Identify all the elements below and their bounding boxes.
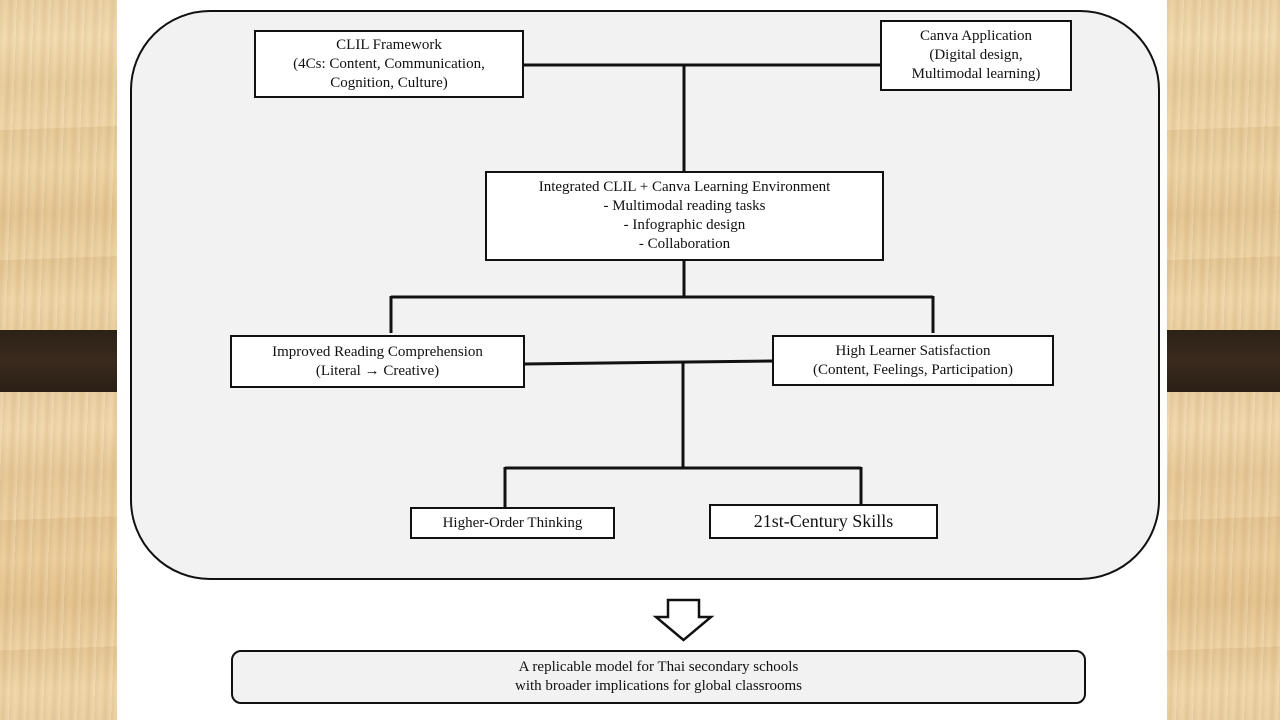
node-replicable-model-line-1: A replicable model for Thai secondary sc… [518,659,799,675]
node-integrated-environment-line-4: - Collaboration [638,236,731,252]
node-reading-comprehension-line-2: (Literal → Creative) [315,362,440,379]
node-learner-satisfaction-line-2: (Content, Feelings, Participation) [813,361,1013,378]
node-integrated-environment-line-1: Integrated CLIL + Canva Learning Environ… [538,179,831,195]
node-clil-framework-line-1: CLIL Framework [336,36,442,53]
dark-band-right [1167,330,1280,392]
node-learner-satisfaction: High Learner Satisfaction (Content, Feel… [772,335,1054,386]
node-clil-framework-line-2: (4Cs: Content, Communication, [293,55,485,72]
node-integrated-environment-line-3: - Infographic design [623,217,746,233]
node-replicable-model: A replicable model for Thai secondary sc… [231,650,1086,704]
diagram-frame [130,10,1160,580]
node-canva-application-line-2: (Digital design, [929,47,1023,63]
node-clil-framework-line-3: Cognition, Culture) [330,74,448,91]
node-21st-century-skills-line-1: 21st-Century Skills [753,511,894,531]
node-higher-order-thinking: Higher-Order Thinking [410,507,615,539]
node-canva-application: Canva Application (Digital design, Multi… [880,20,1072,91]
node-clil-framework: CLIL Framework (4Cs: Content, Communicat… [254,30,524,98]
node-learner-satisfaction-line-1: High Learner Satisfaction [835,342,991,359]
dark-band-left [0,330,117,392]
node-higher-order-thinking-line-1: Higher-Order Thinking [442,514,583,531]
node-reading-comprehension-line-1: Improved Reading Comprehension [272,343,483,360]
node-reading-comprehension: Improved Reading Comprehension (Literal … [230,335,525,388]
node-canva-application-line-3: Multimodal learning) [911,66,1041,82]
node-integrated-environment-line-2: - Multimodal reading tasks [603,198,766,214]
node-replicable-model-line-2: with broader implications for global cla… [514,678,803,694]
node-21st-century-skills: 21st-Century Skills [709,504,938,539]
node-integrated-environment: Integrated CLIL + Canva Learning Environ… [485,171,884,261]
node-canva-application-line-1: Canva Application [919,28,1033,44]
